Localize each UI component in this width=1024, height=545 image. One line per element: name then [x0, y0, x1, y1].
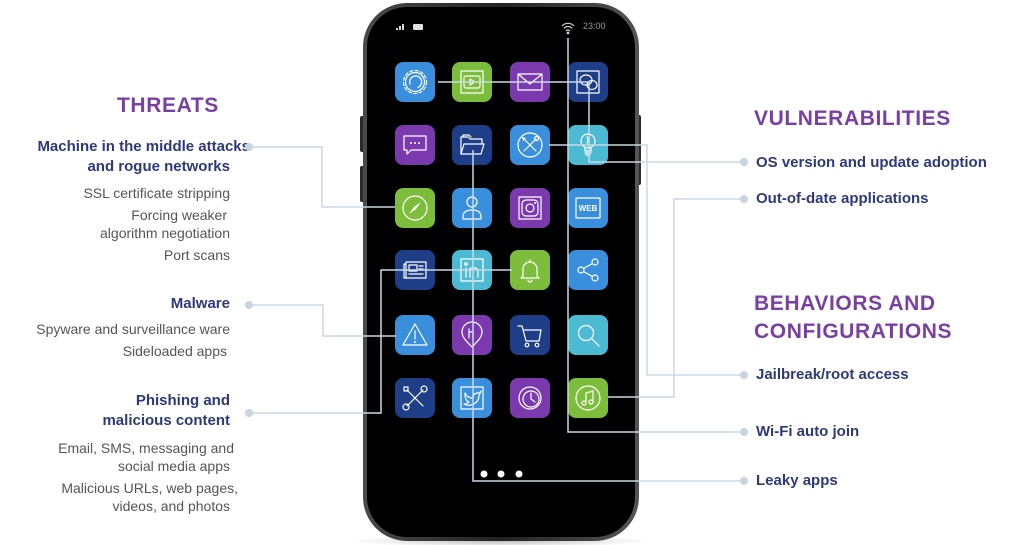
behavior-item-jailbreak: Jailbreak/root access — [756, 366, 909, 383]
behavior-item-wifi: Wi-Fi auto join — [756, 423, 860, 440]
battery-icon — [413, 24, 423, 30]
cart-app-icon — [510, 315, 550, 355]
instagram-app-icon — [510, 188, 550, 228]
threats-title: THREATS — [117, 94, 219, 117]
bell-app-icon — [510, 250, 550, 290]
music-app-icon — [568, 378, 608, 418]
share-app-icon — [568, 250, 608, 290]
page-dot — [480, 470, 488, 478]
map-pin-app-icon — [452, 315, 492, 355]
wifi-icon — [561, 22, 575, 35]
status-time: 23:00 — [583, 21, 606, 31]
behaviors-title-line-2: CONFIGURATIONS — [754, 320, 953, 343]
behavior-item-leaky-apps: Leaky apps — [756, 472, 838, 489]
phishing-item: videos, and photos — [112, 498, 230, 514]
mitm-heading-line-1: Machine in the middle attacks — [37, 138, 250, 155]
mitm-item: Port scans — [163, 247, 230, 263]
warning-app-icon — [395, 315, 435, 355]
phishing-item: Email, SMS, messaging and — [58, 440, 234, 456]
signal-icon — [396, 24, 404, 30]
page-dot — [515, 470, 523, 478]
mitm-item: algorithm negotiation — [100, 225, 230, 241]
mail-app-icon — [510, 62, 550, 102]
malware-item: Spyware and surveillance ware — [36, 321, 230, 337]
contacts-app-icon — [452, 188, 492, 228]
compass-app-icon — [395, 188, 435, 228]
wechat-app-icon — [568, 62, 608, 102]
twitter-app-icon — [452, 378, 492, 418]
vulnerabilities-title: VULNERABILITIES — [754, 107, 951, 130]
messages-app-icon — [395, 125, 435, 165]
phishing-heading-line-1: Phishing and — [135, 392, 230, 409]
tools-app-icon — [510, 125, 550, 165]
behaviors-title-line-1: BEHAVIORS AND — [754, 292, 936, 315]
linkedin-app-icon — [452, 250, 492, 290]
lightbulb-app-icon — [568, 125, 608, 165]
phishing-item: social media apps — [117, 458, 230, 474]
mitm-item: SSL certificate stripping — [83, 185, 230, 201]
web-icon-label: WEB — [579, 204, 598, 213]
malware-item: Sideloaded apps — [122, 343, 227, 359]
settings-app-icon — [395, 62, 435, 102]
repair-tools-app-icon — [395, 378, 435, 418]
vulnerability-item-os-version: OS version and update adoption — [756, 154, 987, 171]
phishing-item: Malicious URLs, web pages, — [61, 480, 238, 496]
clock-app-icon — [510, 378, 550, 418]
page-dot — [497, 470, 505, 478]
vulnerability-item-out-of-date: Out-of-date applications — [756, 190, 929, 207]
malware-heading: Malware — [170, 295, 230, 312]
news-app-icon — [395, 250, 435, 290]
phishing-heading-line-2: malicious content — [102, 412, 230, 429]
folder-app-icon — [452, 125, 492, 165]
web-app-icon: WEB — [568, 188, 608, 228]
mitm-item: Forcing weaker — [131, 207, 227, 223]
search-app-icon — [568, 315, 608, 355]
video-app-icon — [452, 62, 492, 102]
mitm-heading-line-2: and rogue networks — [87, 158, 230, 175]
